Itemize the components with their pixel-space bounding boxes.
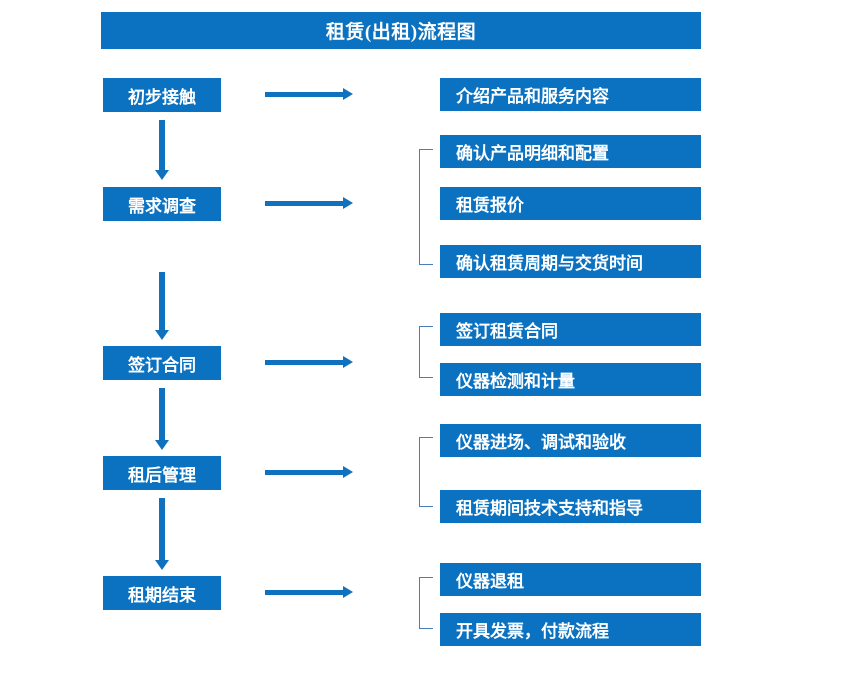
arrow-head [343,356,353,368]
detail-label: 租赁期间技术支持和指导 [456,499,643,518]
detail-label: 租赁报价 [456,196,524,215]
detail-box-technical-support[interactable]: 租赁期间技术支持和指导 [440,490,701,523]
detail-label: 介绍产品和服务内容 [456,87,609,106]
arrow-down-icon [155,120,169,180]
arrow-head [343,466,353,478]
group-bracket [419,577,433,629]
arrow-shaft [265,92,344,97]
stage-box-needs-survey[interactable]: 需求调查 [103,187,221,221]
arrow-head [343,586,353,598]
stage-label: 需求调查 [128,196,196,216]
detail-box-rental-quotation[interactable]: 租赁报价 [440,187,701,220]
arrow-shaft [265,360,344,365]
arrow-head [343,88,353,100]
arrow-shaft [159,498,165,561]
arrow-right-icon [265,466,353,478]
detail-box-sign-rental-contract[interactable]: 签订租赁合同 [440,313,701,346]
group-bracket [419,149,433,265]
arrow-shaft [159,388,165,441]
arrow-head [155,170,169,180]
stage-label: 租期结束 [128,585,196,605]
arrow-right-icon [265,88,353,100]
arrow-shaft [265,470,344,475]
arrow-head [155,330,169,340]
detail-box-confirm-period-delivery[interactable]: 确认租赁周期与交货时间 [440,245,701,278]
group-bracket [419,326,433,378]
arrow-shaft [265,201,344,206]
detail-box-confirm-product-spec[interactable]: 确认产品明细和配置 [440,135,701,168]
detail-label: 仪器进场、调试和验收 [456,433,626,452]
detail-box-introduce-products[interactable]: 介绍产品和服务内容 [440,78,701,111]
detail-label: 签订租赁合同 [456,322,558,341]
stage-box-rental-end[interactable]: 租期结束 [103,576,221,610]
stage-label: 签订合同 [128,355,196,375]
detail-box-instrument-inspection[interactable]: 仪器检测和计量 [440,363,701,396]
arrow-down-icon [155,272,169,340]
detail-label: 开具发票，付款流程 [456,622,609,641]
detail-box-instrument-arrival-commissioning[interactable]: 仪器进场、调试和验收 [440,424,701,457]
arrow-head [343,197,353,209]
detail-box-invoice-payment[interactable]: 开具发票，付款流程 [440,613,701,646]
detail-label: 确认产品明细和配置 [456,144,609,163]
stage-box-initial-contact[interactable]: 初步接触 [103,78,221,112]
flowchart-title-bar: 租赁(出租)流程图 [101,12,701,49]
detail-label: 仪器退租 [456,572,524,591]
detail-label: 仪器检测和计量 [456,372,575,391]
arrow-shaft [265,590,344,595]
page-title: 租赁(出租)流程图 [325,22,477,43]
stage-box-post-rental-management[interactable]: 租后管理 [103,456,221,490]
stage-label: 租后管理 [128,465,196,485]
arrow-right-icon [265,197,353,209]
group-bracket [419,437,433,507]
arrow-head [155,440,169,450]
arrow-right-icon [265,586,353,598]
arrow-down-icon [155,498,169,570]
arrow-shaft [159,120,165,171]
stage-box-sign-contract[interactable]: 签订合同 [103,346,221,380]
arrow-head [155,560,169,570]
detail-label: 确认租赁周期与交货时间 [456,254,643,273]
arrow-shaft [159,272,165,331]
detail-box-instrument-return[interactable]: 仪器退租 [440,563,701,596]
stage-label: 初步接触 [128,87,196,107]
arrow-down-icon [155,388,169,450]
arrow-right-icon [265,356,353,368]
